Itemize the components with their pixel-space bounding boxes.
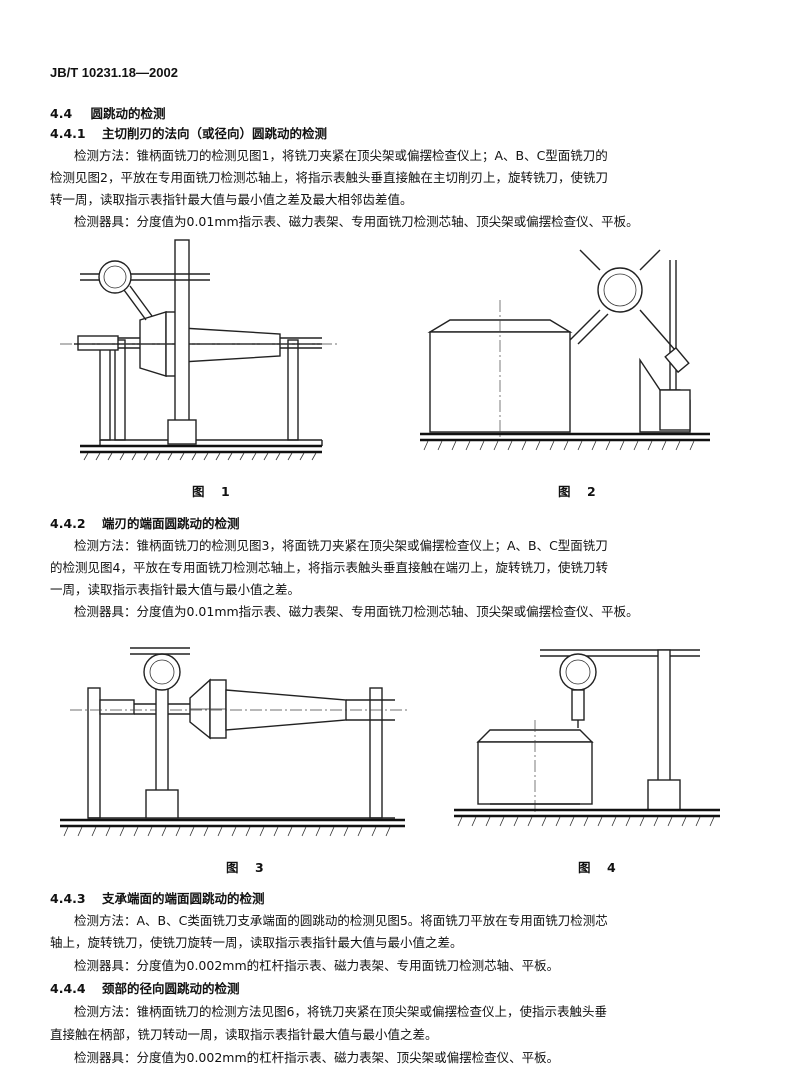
section-title: 支承端面的端面圆跳动的检测 [101, 891, 265, 906]
figure-3-caption: 图 3 [226, 860, 266, 875]
section-number: 4.4 [50, 106, 73, 121]
figure-4-caption: 图 4 [578, 860, 618, 875]
tools-line: 检测器具：分度值为0.01mm指示表、磁力表架、专用面铣刀检测芯轴、顶尖架或偏摆… [74, 214, 639, 229]
section-title: 端刃的端面圆跳动的检测 [101, 516, 240, 531]
figure-2-drawing [420, 249, 710, 451]
method-line: 直接触在柄部，铣刀转动一周，读取指示表指针最大值与最小值之差。 [50, 1027, 438, 1042]
figure-1-caption: 图 1 [192, 484, 232, 499]
method-line: 检测见图2，平放在专用面铣刀检测芯轴上，将指示表触头垂直接触在主切削刃上，旋转铣… [50, 170, 608, 185]
section-4-4-1-heading: 4.4.1 主切削刃的法向（或径向）圆跳动的检测 [50, 126, 327, 141]
method-line: 检测方法：A、B、C类面铣刀支承端面的圆跳动的检测见图5。将面铣刀平放在专用面铣… [74, 913, 608, 928]
method-line: 转一周，读取指示表指针最大值与最小值之差及最大相邻齿差值。 [50, 192, 413, 207]
section-title: 颈部的径向圆跳动的检测 [101, 981, 240, 996]
section-4-4-3-heading: 4.4.3 支承端面的端面圆跳动的检测 [50, 891, 265, 906]
section-4-4-2-heading: 4.4.2 端刃的端面圆跳动的检测 [50, 516, 240, 531]
section-number: 4.4.2 [50, 516, 86, 531]
section-number: 4.4.3 [50, 891, 86, 906]
section-number: 4.4.4 [50, 981, 86, 996]
tools-line: 检测器具：分度值为0.002mm的杠杆指示表、磁力表架、顶尖架或偏摆检查仪、平板… [74, 1050, 560, 1065]
section-4-4-4-heading: 4.4.4 颈部的径向圆跳动的检测 [50, 981, 240, 996]
method-line: 的检测见图4，平放在专用面铣刀检测芯轴上，将指示表触头垂直接触在端刃上，旋转铣刀… [50, 560, 608, 575]
section-4-4-heading: 4.4 圆跳动的检测 [50, 106, 166, 121]
figure-1-drawing [60, 239, 338, 461]
tools-line: 检测器具：分度值为0.01mm指示表、磁力表架、专用面铣刀检测芯轴、顶尖架或偏摆… [74, 604, 639, 619]
section-title: 圆跳动的检测 [90, 106, 166, 121]
method-line: 轴上，旋转铣刀，使铣刀旋转一周，读取指示表指针最大值与最小值之差。 [50, 935, 463, 950]
figure-3-drawing [60, 647, 410, 837]
method-line: 检测方法：锥柄面铣刀的检测见图3，将面铣刀夹紧在顶尖架或偏摆检查仪上；A、B、C… [74, 538, 608, 553]
method-line: 检测方法：锥柄面铣刀的检测方法见图6，将铣刀夹紧在顶尖架或偏摆检查仪上，使指示表… [74, 1004, 607, 1019]
tools-line: 检测器具：分度值为0.002mm的杠杆指示表、磁力表架、专用面铣刀检测芯轴、平板… [74, 958, 560, 973]
figure-2-caption: 图 2 [558, 484, 598, 499]
standard-code: JB/T 10231.18—2002 [50, 65, 178, 80]
section-title: 主切削刃的法向（或径向）圆跳动的检测 [101, 126, 327, 141]
section-number: 4.4.1 [50, 126, 86, 141]
method-line: 检测方法：锥柄面铣刀的检测见图1，将铣刀夹紧在顶尖架或偏摆检查仪上；A、B、C型… [74, 148, 608, 163]
figure-4-drawing [454, 649, 720, 827]
method-line: 一周，读取指示表指针最大值与最小值之差。 [50, 582, 301, 597]
